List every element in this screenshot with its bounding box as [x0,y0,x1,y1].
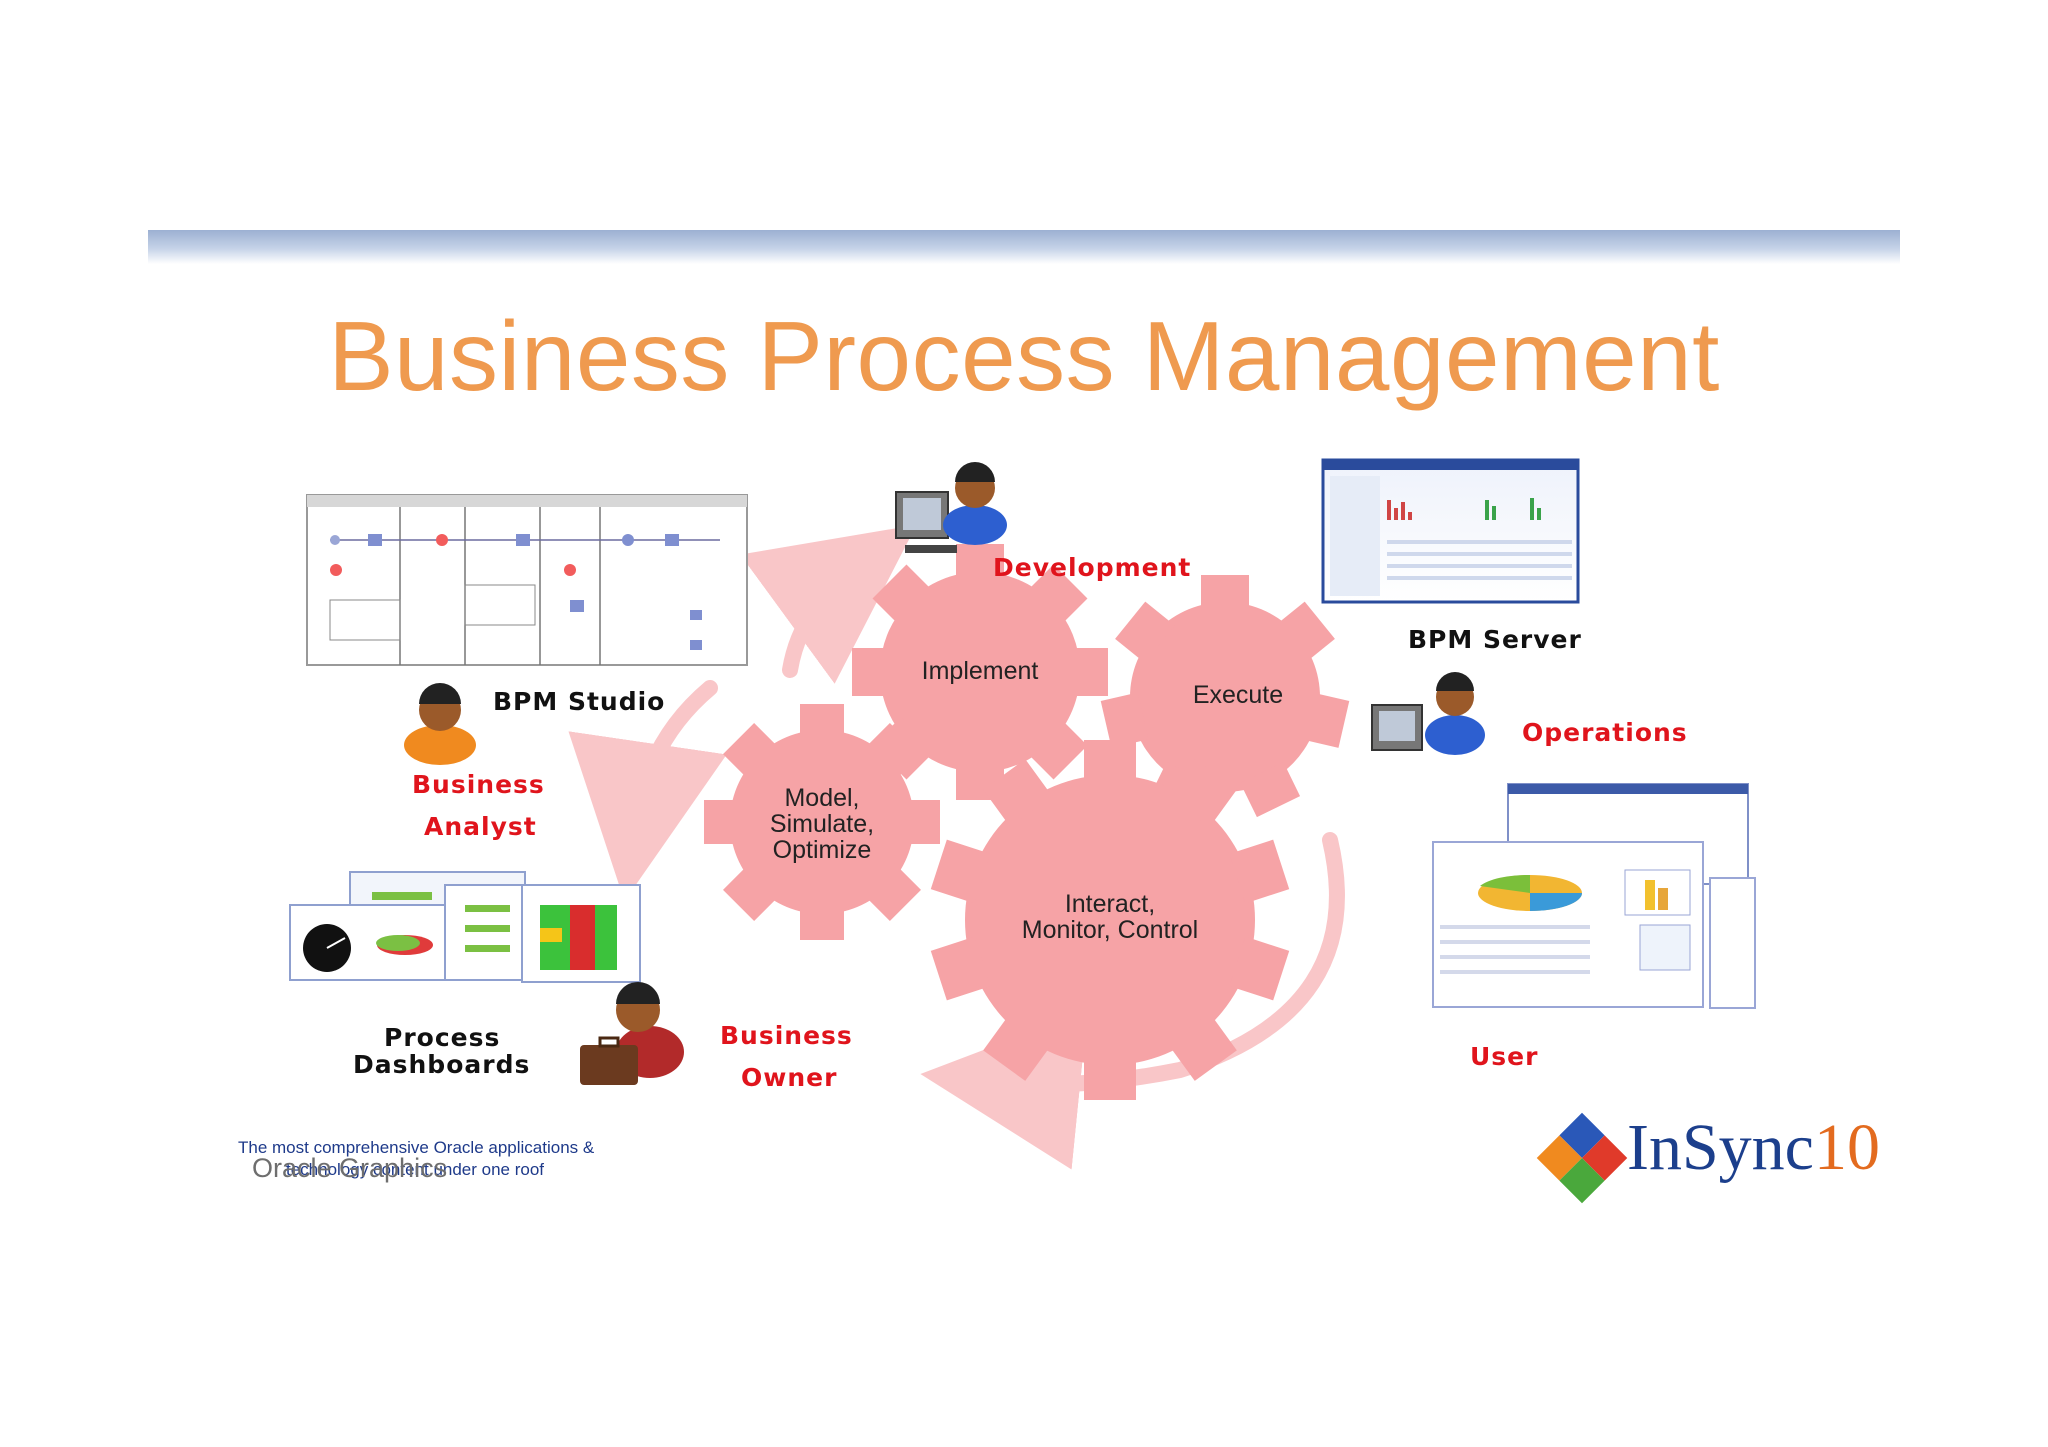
gear-label-model-line1: Model, [784,784,860,812]
insync-logo-name: InSync [1627,1111,1814,1184]
operations-icon [1371,672,1485,755]
gear-label-model-line2: Simulate, [769,810,875,838]
label-bpm-studio: BPM Studio [493,687,666,716]
developer-icon [895,462,1007,553]
owner-icon [580,982,684,1085]
label-operations: Operations [1522,718,1688,747]
label-business-owner-2: Owner [741,1063,838,1092]
watermark-text: Oracle Graphics [252,1153,448,1183]
gear-model [704,704,940,940]
insync-logo-text: InSync10 [1627,1110,1880,1186]
footer-tagline-line1: The most comprehensive Oracle applicatio… [238,1138,595,1157]
label-user: User [1470,1042,1539,1071]
gear-implement [852,544,1108,800]
label-business-analyst-1: Business [412,770,545,799]
analyst-icon [404,683,476,765]
gear-label-interact-line2: Monitor, Control [1021,916,1199,944]
label-bpm-server: BPM Server [1408,625,1582,654]
label-development: Development [993,553,1192,582]
label-business-owner-1: Business [720,1021,853,1050]
bpm-server-screenshot [1321,458,1580,604]
gear-label-implement: Implement [921,657,1039,685]
page-title: Business Process Management [328,301,1720,411]
footer-tagline-line2: technology content under one roof [286,1160,545,1179]
gear-execute [1100,575,1350,818]
arrow-top-left [740,524,917,684]
header-bar [148,230,1900,264]
label-process-dashboards-2: Dashboards [353,1050,531,1079]
user-screenshot [1432,783,1756,1009]
arrow-left [568,680,727,902]
bpm-studio-screenshot [306,494,748,666]
insync-logo-mark [1536,1112,1628,1204]
gear-interact [930,740,1290,1100]
label-business-analyst-2: Analyst [424,812,537,841]
gear-label-execute: Execute [1192,681,1284,709]
gear-label-model: Model, Simulate, Optimize [722,785,922,863]
gear-label-interact-line1: Interact, [1064,890,1156,918]
footer-tagline: The most comprehensive Oracle applicatio… [238,1137,594,1181]
gear-label-model-line3: Optimize [772,836,872,864]
gear-label-interact: Interact, Monitor, Control [980,891,1240,943]
process-dashboards-screenshot [289,871,641,983]
label-process-dashboards-1: Process [384,1023,501,1052]
insync-logo-number: 10 [1813,1111,1880,1184]
